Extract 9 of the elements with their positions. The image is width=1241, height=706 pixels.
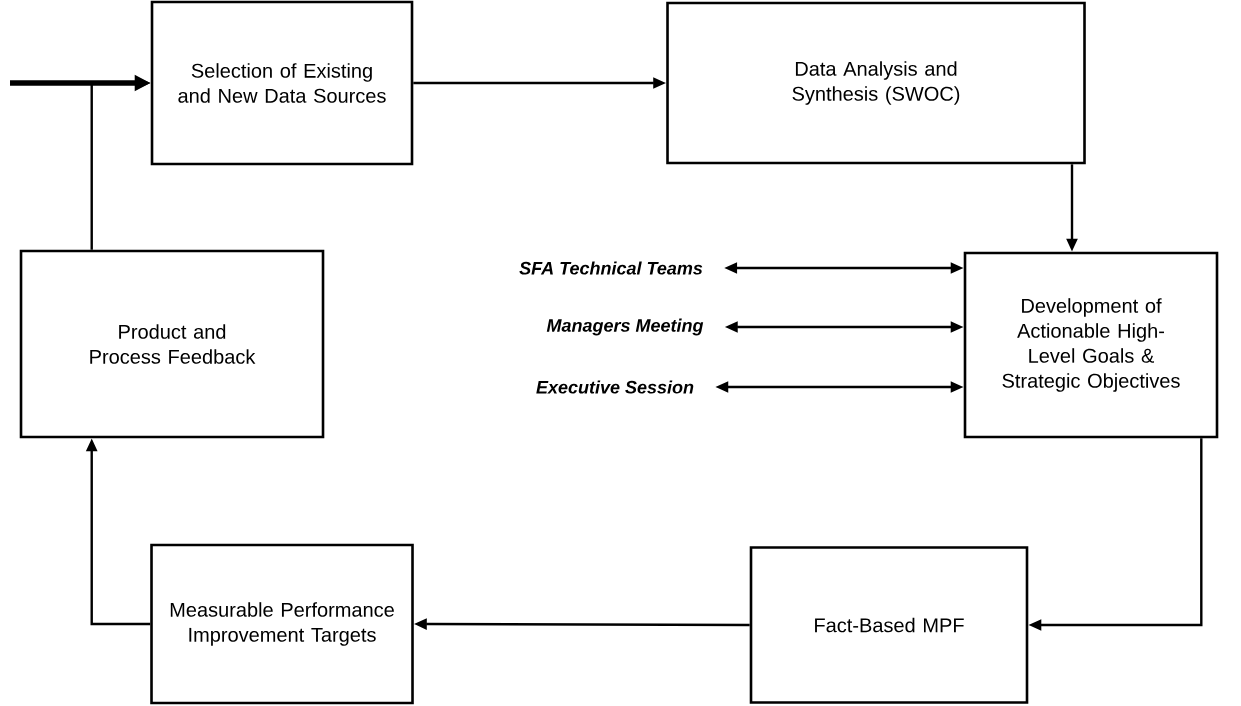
process-box: Selection of Existing and New Data Sources [150,0,414,166]
process-box: Data Analysis and Synthesis (SWOC) [666,1,1086,165]
participant-label: Managers Meeting [546,318,704,336]
process-box: Product and Process Feedback [19,249,325,439]
process-box: Fact-Based MPF [749,546,1029,704]
process-box: Measurable Performance Improvement Targets [150,543,414,705]
participant-label: Executive Session [536,380,694,394]
participant-label: SFA Technical Teams [519,261,703,275]
process-box: Development of Actionable High-Level Goals & Strategic Objectives [963,251,1219,439]
